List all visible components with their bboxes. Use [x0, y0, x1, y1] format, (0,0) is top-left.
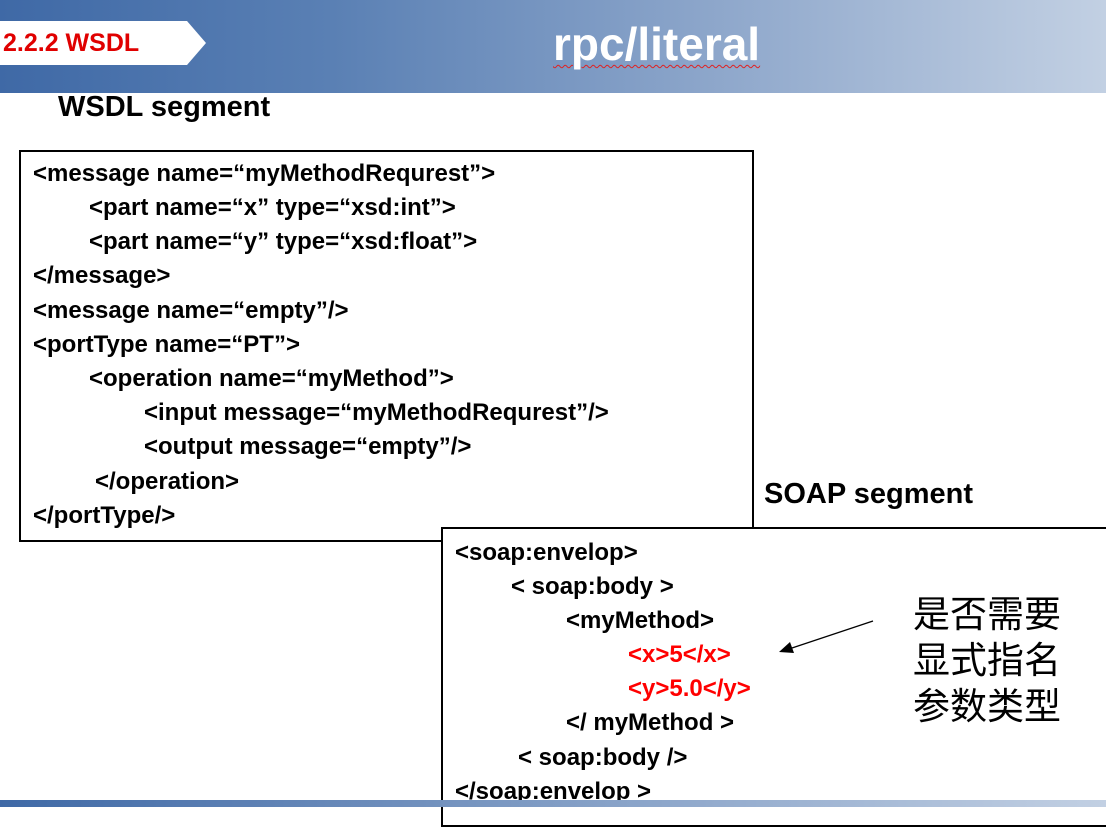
annotation-note: 是否需要 显式指名 参数类型: [913, 592, 1083, 730]
soap-line: <soap:envelop>: [455, 539, 638, 566]
annotation-line: 参数类型: [913, 685, 1061, 728]
annotation-arrow: [779, 620, 874, 653]
footer-bar: [0, 800, 1106, 807]
wsdl-line: </portType/>: [33, 502, 176, 529]
slide-header: 2.2.2 WSDL rpc/literal: [0, 0, 1106, 93]
annotation-line: 显式指名: [913, 639, 1061, 682]
soap-code-box: [441, 527, 1106, 827]
slide-title: rpc/literal: [553, 14, 760, 74]
wsdl-line: <operation name=“myMethod”>: [89, 365, 454, 392]
wsdl-line: <message name=“empty”/>: [33, 297, 349, 324]
soap-line: </ myMethod >: [566, 709, 735, 736]
wsdl-line: <input message=“myMethodRequrest”/>: [144, 399, 609, 426]
section-badge-text: 2.2.2 WSDL: [3, 29, 140, 57]
wsdl-line: <portType name=“PT”>: [33, 331, 300, 358]
wsdl-code-box: [19, 150, 754, 542]
soap-line: < soap:body >: [511, 573, 674, 600]
soap-segment-label: SOAP segment: [764, 478, 973, 510]
wsdl-line: <part name=“y” type=“xsd:float”>: [89, 228, 478, 255]
wsdl-line: <message name=“myMethodRequrest”>: [33, 160, 496, 187]
wsdl-line: <output message=“empty”/>: [144, 433, 472, 460]
soap-param-y: <y>5.0</y>: [628, 675, 751, 702]
wsdl-line: <part name=“x” type=“xsd:int”>: [89, 194, 456, 221]
wsdl-line: </operation>: [95, 468, 240, 495]
soap-line: < soap:body />: [518, 744, 688, 771]
section-badge: [0, 21, 206, 65]
soap-line: <myMethod>: [566, 607, 715, 634]
annotation-line: 是否需要: [913, 593, 1061, 636]
wsdl-line: </message>: [33, 262, 171, 289]
wsdl-segment-label: WSDL segment: [58, 91, 271, 123]
soap-param-x: <x>5</x>: [628, 641, 731, 668]
slide-title-text: rpc/literal: [553, 18, 761, 70]
